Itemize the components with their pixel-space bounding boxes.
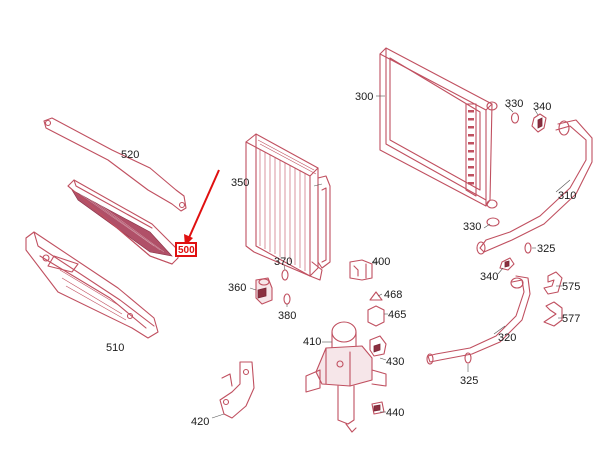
part-520-bracket[interactable] bbox=[43, 117, 187, 212]
label-465: 465 bbox=[388, 309, 406, 321]
part-575-clamp[interactable] bbox=[543, 271, 563, 295]
part-360-expansion-valve[interactable] bbox=[255, 277, 273, 305]
label-400: 400 bbox=[372, 256, 390, 268]
part-340-clip-upper[interactable] bbox=[531, 113, 547, 133]
leader-lines bbox=[211, 95, 571, 419]
part-320-hose[interactable] bbox=[426, 275, 531, 365]
label-350: 350 bbox=[231, 177, 249, 189]
part-380-seal[interactable] bbox=[283, 293, 291, 305]
label-410: 410 bbox=[303, 336, 321, 348]
part-330-o-ring-upper[interactable] bbox=[510, 112, 520, 124]
part-510-housing[interactable] bbox=[25, 231, 159, 339]
label-430: 430 bbox=[386, 356, 404, 368]
label-575: 575 bbox=[562, 281, 580, 293]
part-410-water-valve[interactable] bbox=[305, 321, 387, 433]
label-370: 370 bbox=[274, 256, 292, 268]
label-577: 577 bbox=[562, 313, 580, 325]
label-510: 510 bbox=[106, 342, 124, 354]
part-577-clamp[interactable] bbox=[543, 301, 563, 327]
part-labels: 300 310 320 325 325 330 330 340 340 350 … bbox=[106, 91, 580, 428]
label-310: 310 bbox=[558, 190, 576, 202]
highlight-arrow bbox=[184, 169, 220, 246]
label-468: 468 bbox=[384, 289, 402, 301]
label-325-upper: 325 bbox=[537, 243, 555, 255]
part-340-clip-lower[interactable] bbox=[499, 257, 515, 271]
label-325-lower: 325 bbox=[460, 375, 478, 387]
part-430-sensor[interactable] bbox=[369, 335, 387, 357]
label-300: 300 bbox=[355, 91, 373, 103]
label-320: 320 bbox=[498, 332, 516, 344]
part-420-bracket[interactable] bbox=[219, 361, 255, 419]
label-330-lower: 330 bbox=[463, 221, 481, 233]
part-325-ring-lower[interactable] bbox=[464, 352, 472, 364]
label-500: 500 bbox=[178, 245, 195, 256]
part-370-seal[interactable] bbox=[281, 269, 289, 281]
part-310-hose[interactable] bbox=[476, 119, 593, 255]
label-330-upper: 330 bbox=[505, 98, 523, 110]
label-340-lower: 340 bbox=[480, 271, 498, 283]
part-330-o-ring-lower[interactable] bbox=[486, 217, 500, 227]
part-500-filter[interactable] bbox=[67, 179, 179, 265]
label-420: 420 bbox=[191, 416, 209, 428]
label-360: 360 bbox=[228, 282, 246, 294]
part-350-evaporator[interactable] bbox=[245, 133, 331, 281]
part-325-ring-upper[interactable] bbox=[524, 242, 532, 254]
part-300-heater-core[interactable] bbox=[379, 47, 498, 209]
part-400-grommet[interactable] bbox=[349, 259, 373, 281]
label-380: 380 bbox=[278, 310, 296, 322]
label-340-upper: 340 bbox=[533, 101, 551, 113]
part-465-cap[interactable] bbox=[367, 305, 385, 327]
highlight-label-500[interactable]: 500 bbox=[175, 242, 197, 257]
label-520: 520 bbox=[121, 149, 139, 161]
label-440: 440 bbox=[386, 407, 404, 419]
part-468-cap[interactable] bbox=[369, 291, 383, 301]
